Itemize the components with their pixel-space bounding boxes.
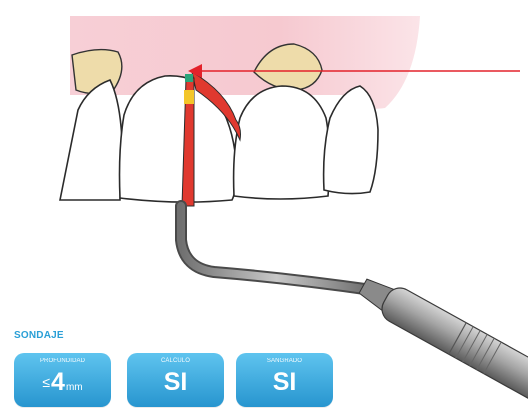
panel-title: SONDAJE (14, 330, 64, 341)
badge-depth-label: PROFUNDIDAD (14, 358, 111, 364)
badge-depth: PROFUNDIDAD ≤4mm (14, 353, 111, 407)
badge-depth-value-wrap: ≤4mm (14, 368, 111, 402)
badge-bleeding-label: SANGRADO (236, 358, 333, 364)
badge-calculus: CÁLCULO SI (127, 353, 224, 407)
badge-depth-value: 4 (51, 368, 65, 396)
badge-calculus-value: SI (127, 368, 224, 396)
tooth-canine (324, 86, 378, 194)
probe-shaft-highlight (181, 206, 372, 290)
probe-mark-green (185, 74, 193, 82)
badge-bleeding-value: SI (236, 368, 333, 396)
badge-depth-unit: mm (66, 382, 83, 393)
badge-calculus-label: CÁLCULO (127, 358, 224, 364)
tooth-left (60, 80, 122, 200)
probe-mark-yellow (184, 90, 194, 104)
badge-bleeding: SANGRADO SI (236, 353, 333, 407)
probe-handle (354, 270, 528, 411)
tooth-lateral-incisor (234, 86, 330, 199)
badge-depth-prefix: ≤ (42, 374, 50, 390)
